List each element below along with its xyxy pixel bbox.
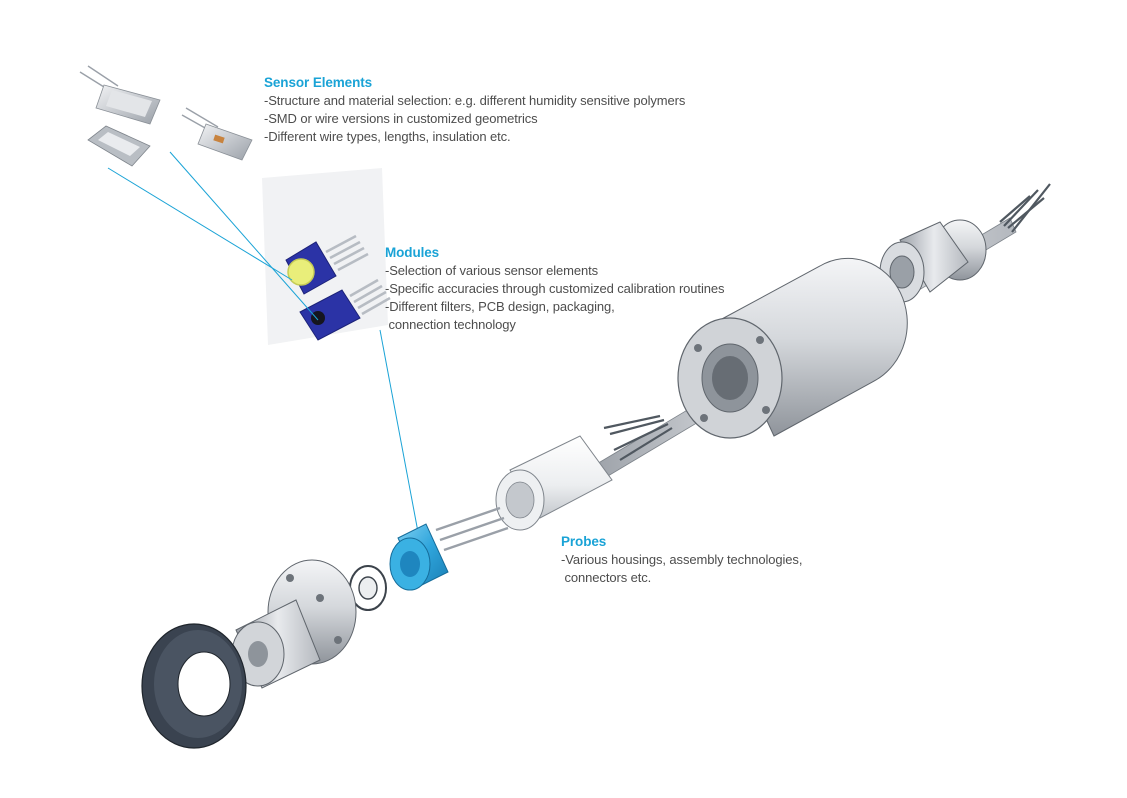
callout-lines (107, 151, 419, 533)
sensor-element-chips (79, 65, 253, 167)
module-boards (285, 234, 391, 341)
housing-flange (677, 257, 908, 439)
sensor-chip-smd (87, 125, 151, 167)
modules-line-3: -Different filters, PCB design, packagin… (385, 299, 615, 314)
gasket-ring (141, 623, 247, 749)
sensor-elements-title: Sensor Elements (264, 75, 373, 90)
module-board-upper (285, 234, 369, 295)
inner-tube (495, 435, 613, 531)
modules-title: Modules (385, 245, 440, 260)
sensor-chip-wire-right (181, 107, 253, 161)
probe-filter-cap (389, 506, 509, 591)
sensor-elements-line-2: -SMD or wire versions in customized geom… (264, 111, 538, 126)
probes-line-2: connectors etc. (561, 570, 652, 585)
modules-line-2: -Specific accuracies through customized … (385, 281, 725, 296)
sensor-elements-label: Sensor Elements -Structure and material … (264, 74, 685, 146)
modules-label: Modules -Selection of various sensor ele… (385, 244, 724, 334)
sensor-elements-line-3: -Different wire types, lengths, insulati… (264, 129, 511, 144)
probes-title: Probes (561, 534, 607, 549)
front-fitting (231, 559, 357, 689)
probes-label: Probes -Various housings, assembly techn… (561, 533, 802, 587)
modules-line-1: -Selection of various sensor elements (385, 263, 599, 278)
sensor-elements-line-1: -Structure and material selection: e.g. … (264, 93, 686, 108)
modules-line-4: connection technology (385, 317, 516, 332)
module-board-lower (299, 278, 391, 341)
probes-line-1: -Various housings, assembly technologies… (561, 552, 803, 567)
sensor-chip-wire-left (79, 65, 161, 125)
